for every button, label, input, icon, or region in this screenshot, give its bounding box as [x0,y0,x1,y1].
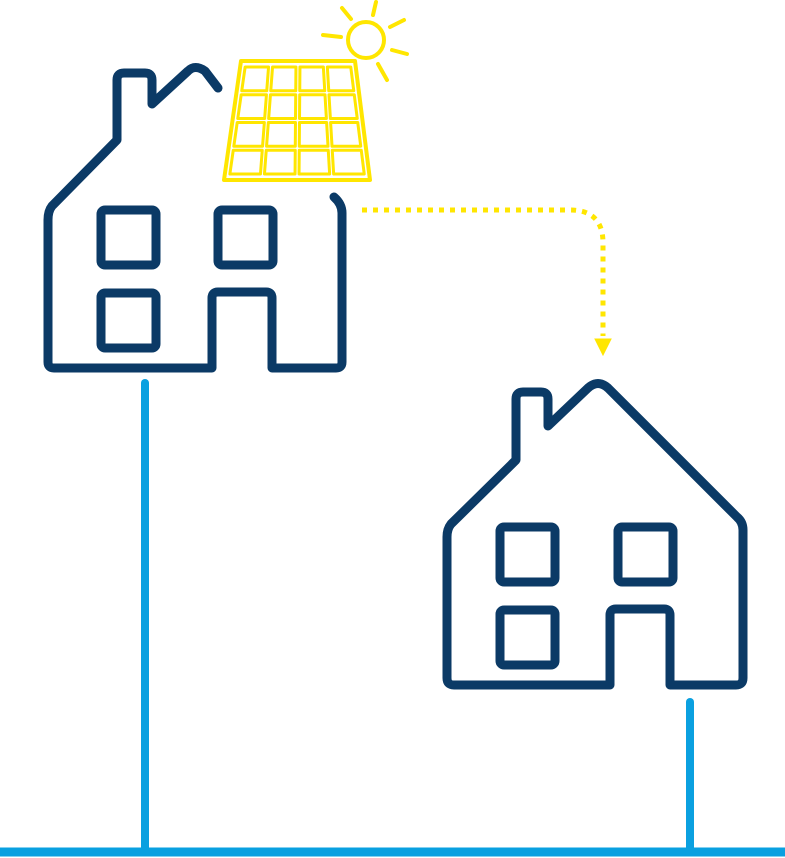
target-house-icon [442,379,748,690]
sun-icon [321,0,409,82]
power-grid [0,379,785,857]
solar-cell [325,65,356,93]
window-bottom-left [495,605,560,670]
solar-cells [228,65,366,176]
source-house-outline [43,63,347,373]
solar-cell [297,148,332,176]
arrow-head-icon [594,338,612,357]
target-house-outline [442,379,748,690]
sun-ray [390,48,409,56]
sun-ray [388,18,406,29]
window-bottom-left [96,288,161,353]
window-top-left [495,522,560,587]
energy-flow-arrow [362,207,612,357]
solar-cell [327,93,359,120]
sun-disc [346,20,386,60]
source-house-icon [43,63,347,373]
solar-cell [240,65,271,93]
solar-cell [330,148,366,176]
solar-cell [269,65,298,93]
sun-ray [371,0,378,17]
solar-cell [228,148,264,176]
dotted-arrow-icon [362,207,606,336]
solar-cell [265,121,297,148]
sun-ray [340,6,353,21]
solar-cell [236,93,268,120]
sun-ray [376,62,389,82]
solar-cell [329,121,363,148]
solar-panel-icon [222,59,372,182]
solar-cell [262,148,297,176]
window-top-left [96,205,161,270]
window-top-right [613,522,678,587]
solar-panel-frame [222,59,372,182]
solar-cell [267,93,298,120]
solar-cell [298,65,327,93]
solar-cell [298,93,328,120]
solar-cell [232,121,266,148]
window-top-right [213,205,278,270]
solar-cell [297,121,330,148]
sun-ray [321,33,343,39]
